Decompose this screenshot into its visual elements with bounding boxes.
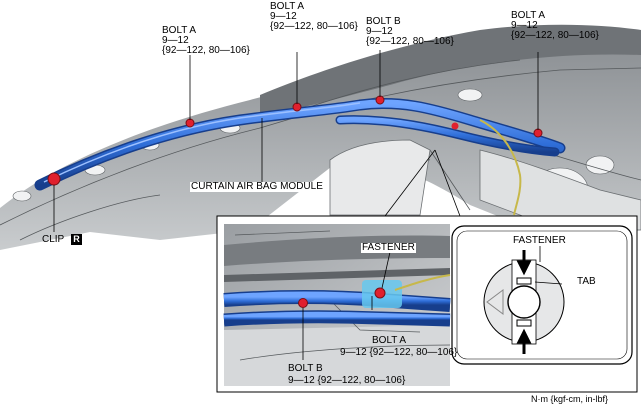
bolt-b-1-torque: 9—12 xyxy=(366,26,393,37)
clip-label: CLIP xyxy=(42,234,65,245)
arrow-up-icon xyxy=(516,328,532,354)
clip-marker xyxy=(47,172,61,186)
detail-bolt-b-name: BOLT B xyxy=(288,363,323,374)
detail-fastener-label: FASTENER xyxy=(361,242,416,253)
callout-bolt-a-3: BOLT A 9—12 {92—122, 80—106} xyxy=(511,11,599,41)
curtain-airbag-module-label: CURTAIN AIR BAG MODULE xyxy=(190,181,324,192)
arrow-down-icon xyxy=(516,250,532,276)
bolt-a-1-torque-alt: {92—122, 80—106} xyxy=(162,45,250,56)
bolt-a-3-torque: 9—12 xyxy=(511,20,538,31)
units-note: N·m {kgf-cm, in-lbf} xyxy=(531,394,609,404)
leader-lines xyxy=(53,50,539,232)
bolt-a-2-name: BOLT A xyxy=(270,1,305,12)
roof-frame xyxy=(0,24,641,251)
bolt-b-1-name: BOLT B xyxy=(366,16,401,27)
detail-bolt-b-marker xyxy=(298,298,308,308)
bolt-b-1-torque-alt: {92—122, 80—106} xyxy=(366,36,454,47)
detail-bolt-a-torque: 9—12 {92—122, 80—106} xyxy=(340,347,458,358)
fastener-inset xyxy=(451,225,633,365)
clip-r-badge: R xyxy=(71,234,82,245)
detail-connector xyxy=(384,149,461,217)
inset-tab-label: TAB xyxy=(577,276,596,287)
bolt-a-1-name: BOLT A xyxy=(162,25,197,36)
bolt-a-2-torque: 9—12 xyxy=(270,11,297,22)
bolt-a-3-name: BOLT A xyxy=(511,10,546,21)
bolt-a-3-marker xyxy=(533,128,543,138)
bolt-a-3-torque-alt: {92—122, 80—106} xyxy=(511,30,599,41)
callout-bolt-a-2: BOLT A 9—12 {92—122, 80—106} xyxy=(270,2,358,32)
bolt-b-1-marker xyxy=(375,95,385,105)
curtain-airbag-tube xyxy=(34,98,566,216)
detail-bolt-a-name: BOLT A xyxy=(372,335,407,346)
bolt-a-2-marker xyxy=(292,102,302,112)
callout-bolt-b-1: BOLT B 9—12 {92—122, 80—106} xyxy=(366,17,454,47)
bolt-a-2-torque-alt: {92—122, 80—106} xyxy=(270,21,358,32)
detail-view xyxy=(216,215,638,393)
detail-bolt-b-torque: 9—12 {92—122, 80—106} xyxy=(288,375,406,386)
bolt-a-1-torque: 9—12 xyxy=(162,35,189,46)
callout-bolt-a-1: BOLT A 9—12 {92—122, 80—106} xyxy=(162,26,250,56)
main-bolts xyxy=(47,95,543,186)
bolt-a-1-marker xyxy=(185,118,195,128)
inset-fastener-label: FASTENER xyxy=(513,235,566,246)
